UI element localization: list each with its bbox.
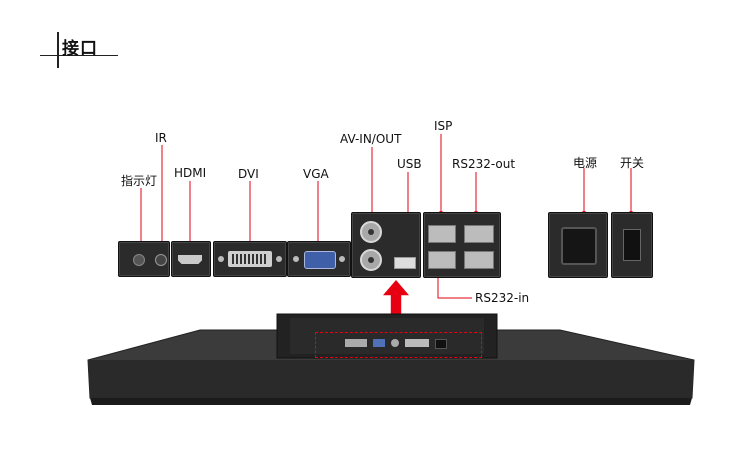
rs232-out-port-2-icon (464, 251, 494, 269)
panel-indicator-ir (118, 241, 170, 277)
power-switch-icon (623, 229, 641, 261)
label-dvi: DVI (238, 167, 259, 181)
ir-sensor-icon (155, 254, 167, 266)
rs232-out-port-1-icon (464, 225, 494, 243)
vga-port-icon (304, 251, 336, 269)
power-socket-icon (561, 227, 597, 265)
av-in-port-icon (360, 221, 382, 243)
monitor-port-row (345, 339, 465, 349)
indicator-light-icon (133, 254, 145, 266)
title-underline (40, 55, 118, 56)
rs232-in-port-icon (428, 251, 456, 269)
title-bar (57, 32, 59, 68)
label-ir: IR (155, 131, 167, 145)
label-av: AV-IN/OUT (340, 132, 402, 146)
vga-screw-right-icon (339, 256, 345, 262)
dvi-port-icon (228, 251, 272, 267)
label-indicator: 指示灯 (121, 174, 158, 188)
dvi-screw-right-icon (276, 256, 282, 262)
vga-screw-left-icon (293, 256, 299, 262)
av-out-port-icon (360, 249, 382, 271)
label-switch: 开关 (620, 156, 645, 170)
usb-port-icon (394, 257, 416, 269)
panel-av-usb (351, 212, 421, 278)
label-usb: USB (397, 157, 422, 171)
panel-vga (287, 241, 351, 277)
label-rs232-out: RS232-out (452, 157, 516, 171)
panel-isp-rs232 (423, 212, 501, 278)
label-rs232-in: RS232-in (475, 291, 530, 305)
dvi-screw-left-icon (218, 256, 224, 262)
panel-hdmi (171, 241, 211, 277)
label-vga: VGA (303, 167, 329, 181)
isp-port-icon (428, 225, 456, 243)
page-title: 接口 (62, 39, 98, 59)
label-power: 电源 (573, 156, 598, 170)
panel-switch (611, 212, 653, 278)
hdmi-port-icon (178, 255, 202, 264)
label-hdmi: HDMI (174, 166, 207, 180)
monitor-port-highlight (315, 332, 482, 358)
panel-dvi (213, 241, 287, 277)
label-isp: ISP (434, 119, 453, 133)
panel-power (548, 212, 608, 278)
